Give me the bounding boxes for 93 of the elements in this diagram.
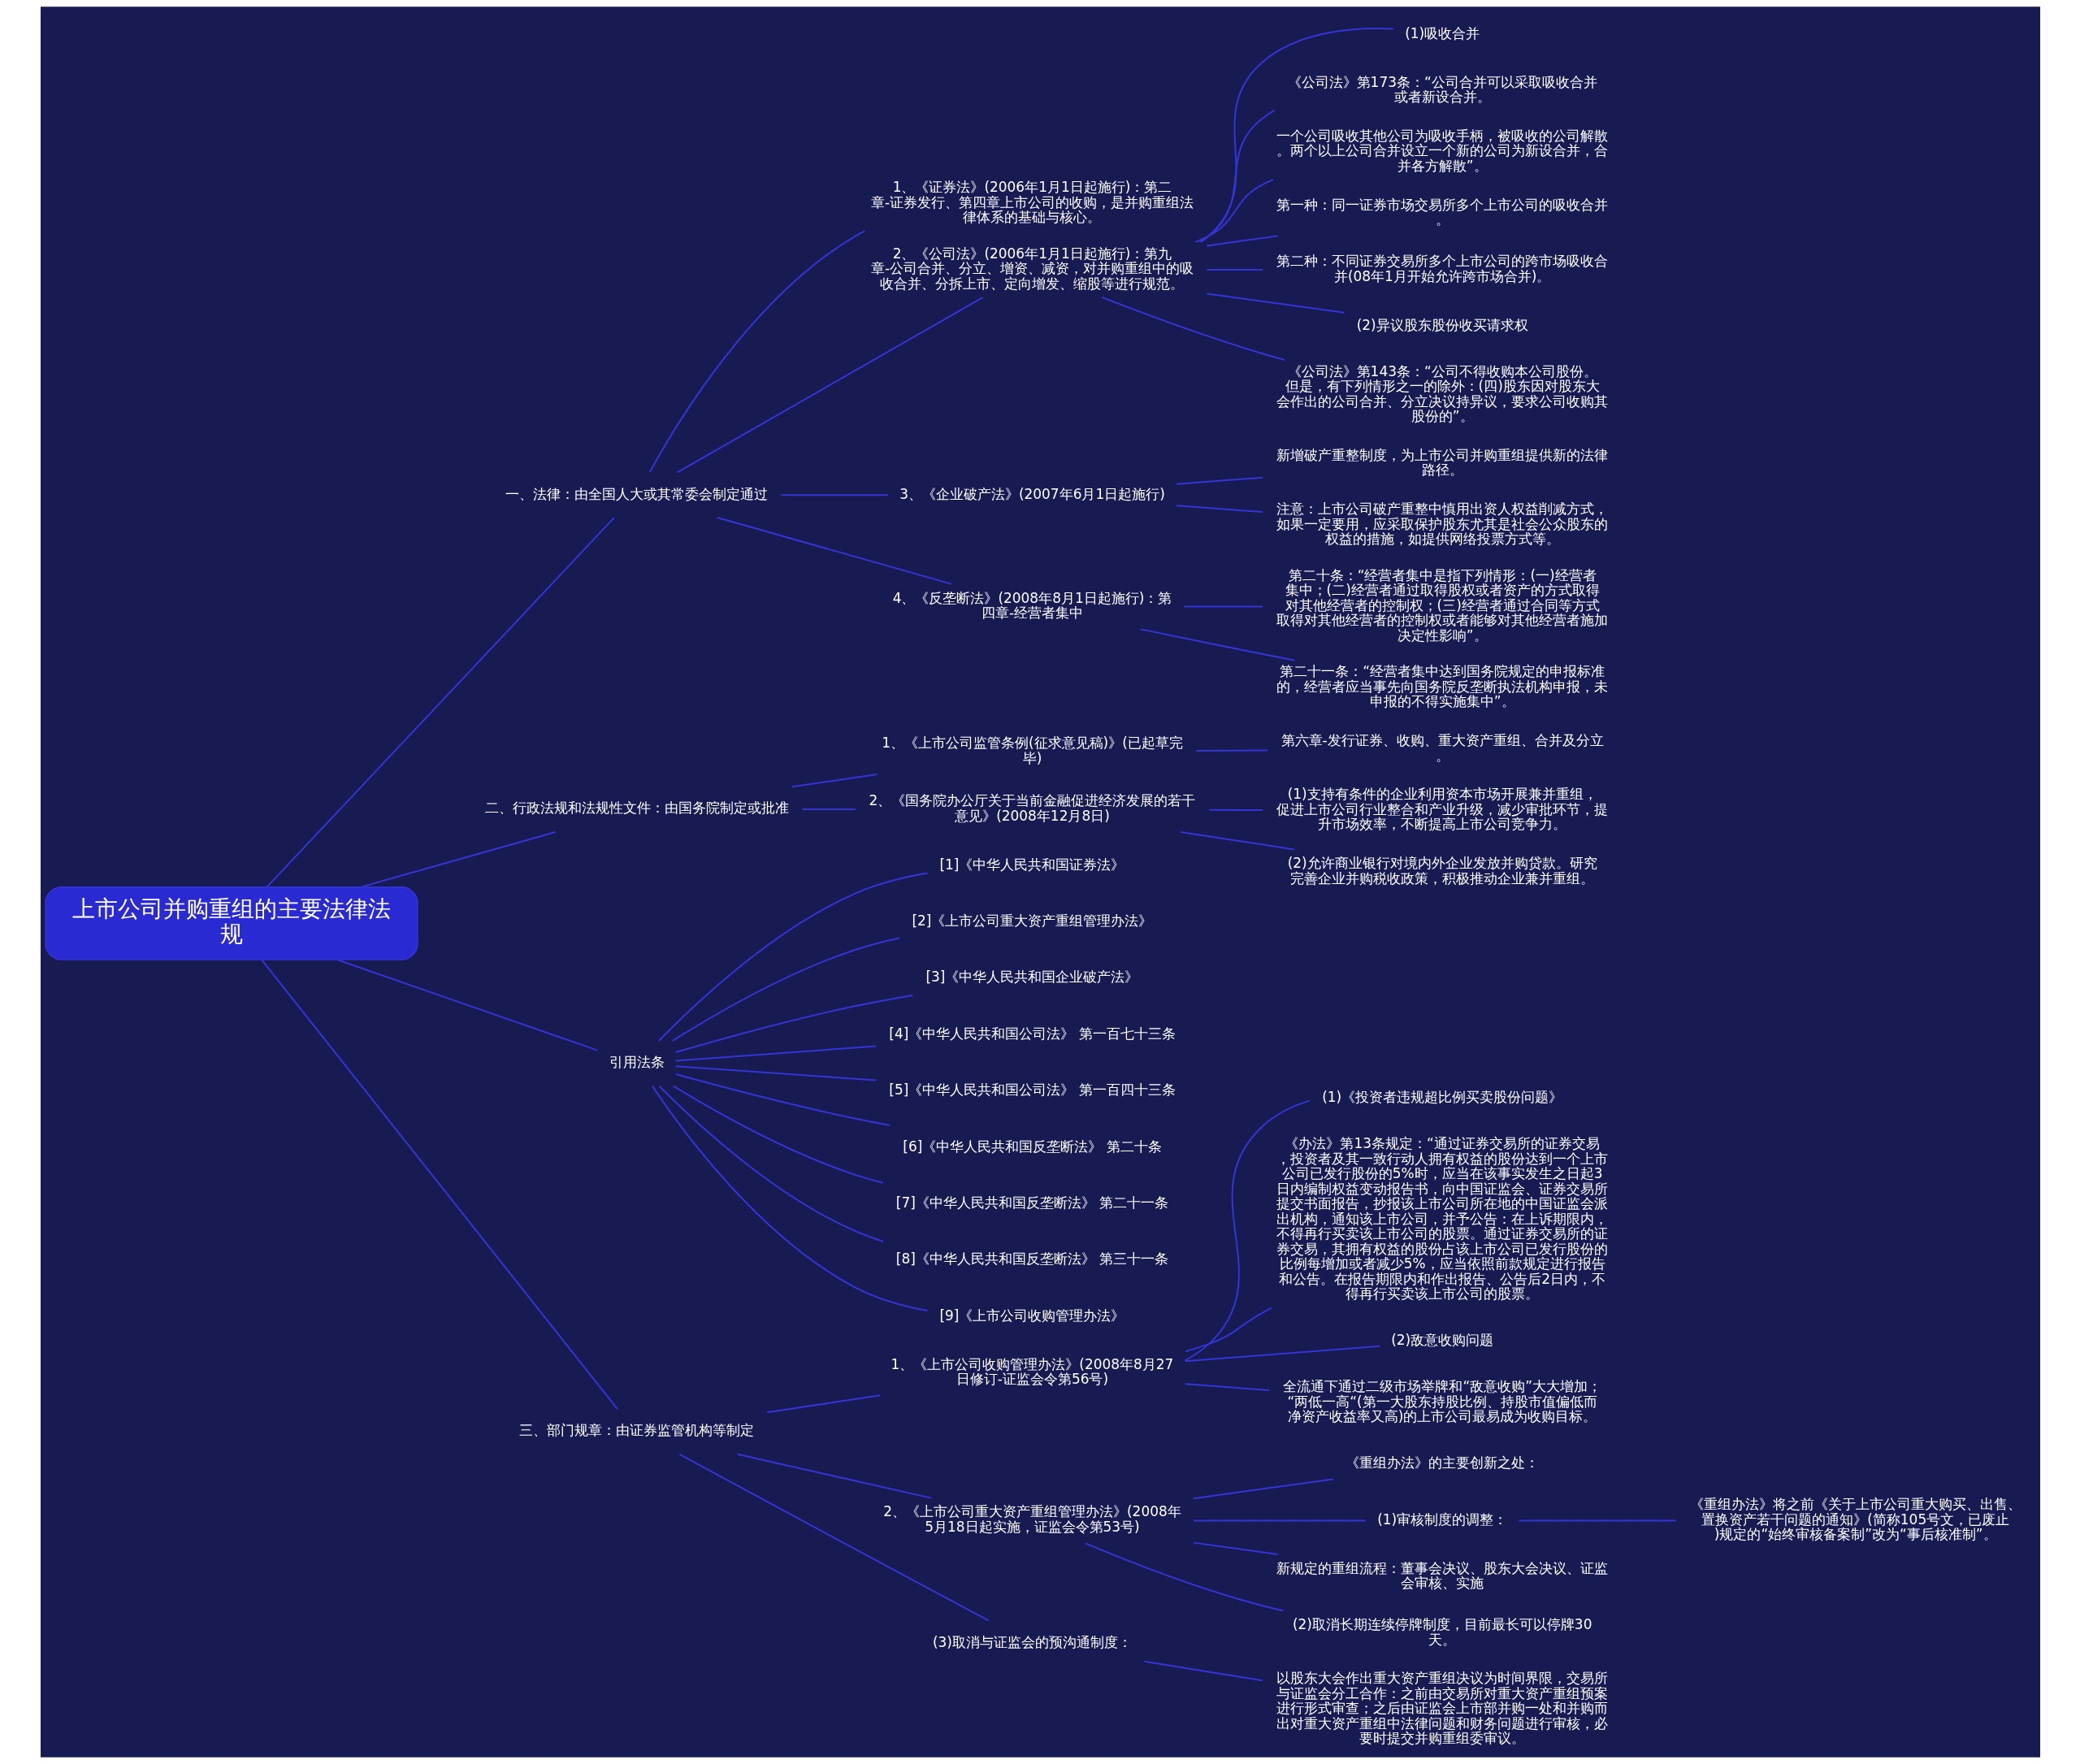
node-text: 新增破产重整制度，为上市公司并购重组提供新的法律路径。 bbox=[1276, 446, 1608, 479]
connector bbox=[765, 1394, 881, 1414]
connector bbox=[672, 1085, 884, 1184]
connector bbox=[360, 830, 557, 888]
connector bbox=[791, 774, 878, 788]
connector bbox=[1184, 1099, 1311, 1362]
node-text: 2、《上市公司重大资产重组管理办法》(2008年5月18日起实施，证监会令第53号) bbox=[882, 1503, 1181, 1535]
node-text: [6]《中华人民共和国反垄断法》 第二十条 bbox=[902, 1138, 1162, 1155]
node-text: (3)取消与证监会的预沟通制度： bbox=[932, 1633, 1132, 1650]
connector bbox=[1184, 1345, 1380, 1363]
node-text: 一、法律：由全国人大或其常委会制定通过 bbox=[505, 485, 768, 502]
connector bbox=[1192, 1519, 1367, 1522]
connector bbox=[260, 959, 618, 1411]
node-text: (2)异议股东股份收买请求权 bbox=[1356, 316, 1528, 333]
node-text: [4]《中华人民共和国公司法》 第一百七十三条 bbox=[888, 1025, 1176, 1042]
node-text: 《公司法》第143条：“公司不得收购本公司股份。但是，有下列情形之一的除外：(四)股东因对股东大会作出的公司合并、分立决议持异议，要求公司收购其股份的”。 bbox=[1276, 362, 1608, 425]
connector bbox=[779, 494, 889, 496]
node-text: 二、行政法规和法规性文件：由国务院制定或批准 bbox=[484, 800, 789, 817]
node-text: 1、《上市公司收购管理办法》(2008年8月27日修订-证监会令第56号) bbox=[890, 1355, 1173, 1388]
node-text: 第二十条：“经营者集中是指下列情形：(一)经营者集中；(二)经营者通过取得股权或者资产的方式取得对其他经营者的控制权；(三)经营者通过合同等方式取得对其他经营者的控制权或者能够对其他经营者施加决定性影响”。 bbox=[1276, 566, 1608, 644]
connector bbox=[266, 517, 615, 888]
connector bbox=[716, 517, 952, 585]
connector bbox=[1100, 296, 1285, 361]
node-text: 三、部门规章：由证券监管机构等制定 bbox=[518, 1422, 754, 1439]
connector bbox=[671, 937, 900, 1042]
node-text: 以股东大会作出重大资产重组决议为时间界限，交易所与证监会分工合作：之前由交易所对重大资产重组预案进行形式审查；之后由证监会上市部并购一处和并购而出对重大资产重组中法律问题和财务问题进行审核，必要时提交并购重组委审议。 bbox=[1276, 1670, 1608, 1747]
node-text: 《重组办法》将之前《关于上市公司重大购买、出售、置换资产若干问题的通知》(简称105号文，已废止)规定的“始终审核备案制”改为“事后核准制”。 bbox=[1689, 1496, 2022, 1543]
connector bbox=[1194, 749, 1268, 752]
node-text: 2、《公司法》(2006年1月1日起施行)：第九章-公司合并、分立、增资、减资，对并购重组中的吸收合并、分拆上市、定向增发、缩股等进行规范。 bbox=[870, 245, 1194, 292]
node-box: 上市公司并购重组的主要法律法规 bbox=[44, 886, 418, 960]
connector bbox=[1205, 235, 1279, 247]
node-text: 第一种：同一证券市场交易所多个上市公司的吸收合并。 bbox=[1276, 196, 1608, 228]
connector bbox=[736, 1453, 932, 1499]
connector bbox=[1207, 808, 1263, 811]
node-text: 一个公司吸收其他公司为吸收手柄，被吸收的公司解散。两个以上公司合并设立一个新的公司为新设合并，合并各方解散”。 bbox=[1276, 127, 1608, 174]
node-text: 《重组办法》的主要创新之处： bbox=[1345, 1454, 1539, 1471]
node-text: (1)《投资者违规超比例买卖股份问题》 bbox=[1321, 1089, 1562, 1106]
connector bbox=[1192, 1541, 1279, 1555]
node-text: [2]《上市公司重大资产重组管理办法》 bbox=[911, 912, 1152, 930]
connector bbox=[1517, 1519, 1677, 1522]
node-text: 4、《反垄断法》(2008年8月1日起施行)：第四章-经营者集中 bbox=[892, 589, 1172, 622]
node-text: 全流通下通过二级市场举牌和“敌意收购”大大增加；“两低一高“(第一大股东持股比例、持股市值偏低而净资产收益率又高)的上市公司最易成为收购目标。 bbox=[1282, 1378, 1601, 1425]
node-text: [9]《上市公司收购管理办法》 bbox=[938, 1307, 1124, 1324]
connector bbox=[657, 872, 929, 1042]
connector bbox=[336, 959, 598, 1051]
node-text: 3、《企业破产法》(2007年6月1日起施行) bbox=[899, 485, 1165, 502]
connector bbox=[1175, 505, 1263, 514]
connector bbox=[674, 1045, 877, 1062]
connector bbox=[1179, 830, 1295, 851]
connector bbox=[1139, 628, 1295, 661]
node-text: 第二十一条：“经营者集中达到国务院规定的申报标准的，经营者应当事先向国务院反垄断执法机构申报，未申报的不得实施集中”。 bbox=[1276, 663, 1608, 710]
connector bbox=[1084, 1542, 1284, 1612]
connector bbox=[1175, 476, 1263, 485]
node-text: 《公司法》第173条：“公司合并可以采取吸收合并或者新设合并。 bbox=[1287, 73, 1597, 106]
connector bbox=[1199, 28, 1394, 243]
node-text: [3]《中华人民共和国企业破产法》 bbox=[925, 969, 1138, 986]
connector bbox=[674, 994, 913, 1054]
connector bbox=[651, 1085, 928, 1311]
node-text: (2)允许商业银行对境内外企业发放并购贷款。研究完善企业并购税收政策，积极推动企业兼并重组。 bbox=[1287, 855, 1597, 886]
connector bbox=[1205, 293, 1345, 314]
node-text: (1)吸收合并 bbox=[1404, 24, 1480, 41]
connector bbox=[658, 1086, 884, 1242]
connector bbox=[1142, 1660, 1263, 1682]
node-text: 注意：上市公司破产重整中慎用出资人权益削减方式，如果一定要用，应采取保护股东尤其是社会公众股东的权益的措施，如提供网络投票方式等。 bbox=[1276, 501, 1608, 548]
connector bbox=[800, 808, 856, 811]
connector bbox=[1184, 1383, 1270, 1391]
connector bbox=[1198, 109, 1275, 243]
connector bbox=[676, 297, 983, 474]
connector bbox=[1205, 268, 1263, 271]
node-text: [8]《中华人民共和国反垄断法》 第三十一条 bbox=[895, 1250, 1168, 1268]
connector bbox=[1184, 1307, 1272, 1353]
connector bbox=[1192, 1478, 1334, 1500]
node-text: [5]《中华人民共和国公司法》 第一百四十三条 bbox=[888, 1081, 1176, 1099]
node-text: 第二种：不同证券交易所多个上市公司的跨市场吸收合并(08年1月开始允许跨市场合并)。 bbox=[1276, 253, 1608, 284]
node-text: 2、《国务院办公厅关于当前金融促进经济发展的若干意见》(2008年12月8日) bbox=[869, 792, 1195, 824]
connector bbox=[674, 1065, 877, 1081]
node-text: 新规定的重组流程：董事会决议、股东大会决议、证监会审核、实施 bbox=[1276, 1559, 1608, 1592]
node-text: [7]《中华人民共和国反垄断法》 第二十一条 bbox=[895, 1194, 1168, 1211]
connector bbox=[674, 1073, 890, 1126]
node-text: (2)敌意收购问题 bbox=[1390, 1332, 1493, 1349]
node-text: 引用法条 bbox=[609, 1054, 665, 1071]
node-text: [1]《中华人民共和国证券法》 bbox=[938, 856, 1124, 873]
node-text: (2)取消长期连续停牌制度，目前最长可以停牌30天。 bbox=[1292, 1616, 1592, 1648]
node-text: (1)审核制度的调整： bbox=[1376, 1510, 1507, 1528]
connector bbox=[678, 1453, 990, 1622]
node-text: 《办法》第13条规定：“通过证券交易所的证券交易，投资者及其一致行动人拥有权益的股份达到一个上市公司已发行股份的5%时，应当在该事实发生之日起3日内编制权益变动报告书，向中国证监会、证券交易所提交书面报告，抄报该上市公司所在地的中国证监会派出机构，通知该上市公司，并予公告：在上诉期限内，不得再行买卖该上市公司的股票。通过证券交易所的证券交易，其拥有权益的股份占该上市公司已发行股份的比例每增加或者减少5%，应当依照前款规定进行报告和公告。在报告期限内和作出报告、公告后2日内，不得再行买卖该上市公司的股票。 bbox=[1276, 1135, 1608, 1302]
node-text: 1、《证券法》(2006年1月1日起施行)：第二章-证券发行、第四章上市公司的收购，是并购重组法律体系的基础与核心。 bbox=[870, 179, 1194, 226]
node-text: (1)支持有条件的企业利用资本市场开展兼并重组，促进上市公司行业整合和产业升级，减少审批环节，提升市场效率，不断提高上市公司竞争力。 bbox=[1276, 786, 1608, 833]
connector bbox=[1194, 179, 1274, 243]
node-text: 1、《上市公司监管条例(征求意见稿)》(已起草完毕) bbox=[881, 735, 1183, 766]
node-text: 第六章-发行证券、收购、重大资产重组、合并及分立。 bbox=[1280, 732, 1604, 764]
connector bbox=[1182, 605, 1263, 608]
connector bbox=[648, 230, 865, 474]
